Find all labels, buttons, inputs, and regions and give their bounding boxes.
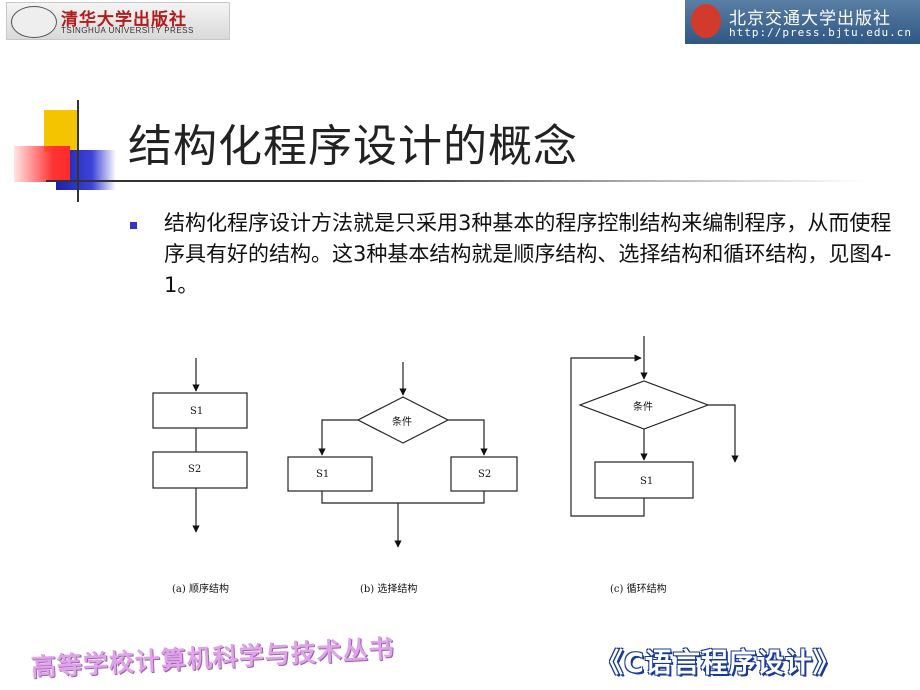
loop-condition-label: 条件 (633, 400, 653, 413)
seq-s2-label: S2 (188, 464, 201, 475)
sequence-structure (152, 358, 248, 533)
loop-s1-box (594, 461, 694, 499)
bjtu-seal-icon (691, 4, 721, 38)
caption-selection: (b) 选择结构 (360, 582, 417, 595)
sel-s1-label: S1 (316, 469, 329, 480)
loop-exit-arrow (708, 404, 739, 463)
decor-yellow-square (44, 110, 78, 152)
sel-merge-line (321, 491, 485, 504)
sel-left-branch (318, 419, 358, 456)
tsinghua-press-logo: 清华大学出版社 TSINGHUA UNIVERSITY PRESS (6, 2, 230, 40)
selection-structure (287, 362, 518, 548)
sel-right-branch (448, 419, 488, 456)
loop-back-edge (570, 354, 645, 517)
title-underline (46, 180, 866, 182)
seq-s2-box (152, 451, 248, 489)
tsinghua-press-english: TSINGHUA UNIVERSITY PRESS (61, 26, 194, 35)
caption-loop: (c) 循环结构 (610, 582, 667, 595)
bjtu-press-logo: 北京交通大学出版社 http://press.bjtu.edu.cn (685, 0, 920, 44)
bjtu-press-name: 北京交通大学出版社 (729, 9, 891, 29)
bullet-text: 结构化程序设计方法就是只采用3种基本的程序控制结构来编制程序，从而使程序具有好的… (164, 211, 892, 297)
slide-title: 结构化程序设计的概念 (128, 121, 578, 172)
seq-s1-label: S1 (190, 406, 203, 417)
bjtu-press-url: http://press.bjtu.edu.cn (729, 26, 912, 39)
caption-sequence: (a) 顺序结构 (172, 582, 229, 595)
sel-s2-box (450, 456, 518, 492)
loop-structure (570, 336, 739, 517)
sel-s2-label: S2 (478, 469, 491, 480)
sel-condition-label: 条件 (392, 415, 412, 428)
loop-s1-label: S1 (640, 476, 653, 487)
sel-s1-box (287, 456, 373, 492)
tsinghua-press-name: 清华大学出版社 (61, 10, 187, 30)
seq-s1-box (152, 392, 248, 429)
book-title: 《C语言程序设计》 (596, 648, 841, 679)
bullet-marker (130, 222, 137, 229)
tsinghua-seal-icon (11, 6, 57, 38)
sel-condition-diamond (356, 396, 450, 444)
decor-red-square (14, 146, 70, 182)
decor-vertical-line (77, 100, 79, 202)
